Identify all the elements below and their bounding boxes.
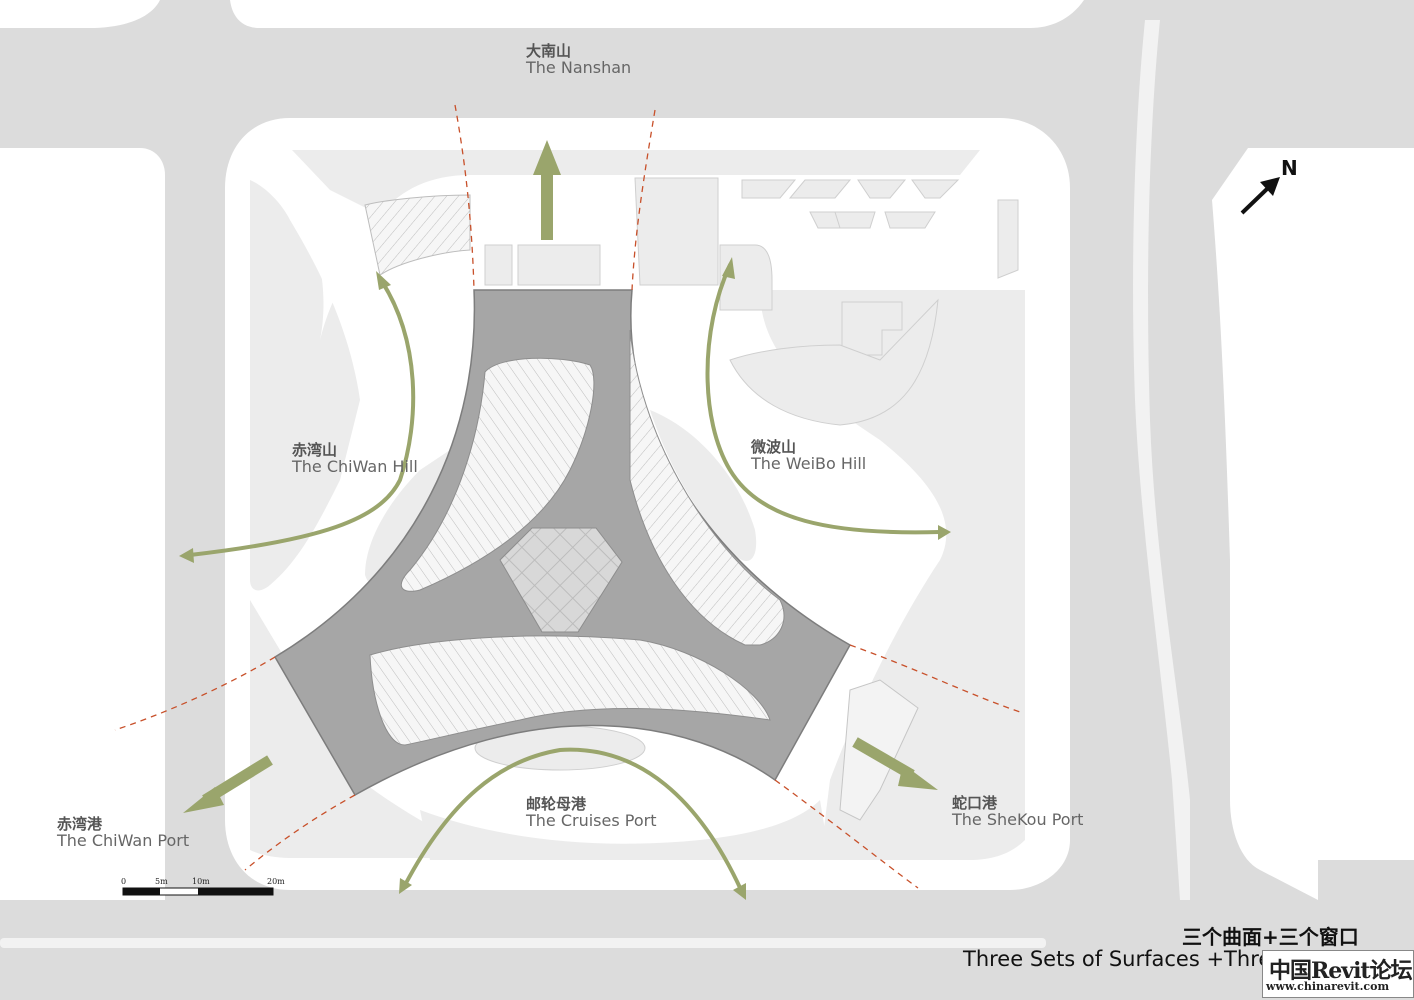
label-weibo-hill-en: The WeiBo Hill	[751, 454, 867, 473]
arrow-north-head	[533, 140, 561, 175]
road-median-bottom	[0, 938, 1046, 948]
caption-english: Three Sets of Surfaces +Three	[963, 947, 1285, 971]
label-chiwan-hill-zh: 赤湾山	[292, 441, 338, 459]
west-garden-leaf	[365, 450, 450, 586]
view-sightlines	[114, 104, 1021, 889]
label-cruises-port-en: The Cruises Port	[526, 811, 657, 830]
watermark-url: www.chinarevit.com	[1266, 980, 1390, 993]
city-block-top	[230, 0, 1084, 28]
label-nanshan-zh: 大南山	[526, 42, 572, 60]
label-cruises-port: 邮轮母港 The Cruises Port	[526, 797, 657, 829]
pavilion-pads	[484, 177, 1019, 426]
scale-tick-10m: 10m	[192, 877, 210, 886]
label-chiwan-hill-en: The ChiWan Hill	[292, 457, 418, 476]
canopy-northwest	[364, 194, 471, 276]
label-chiwan-port: 赤湾港 The ChiWan Port	[57, 817, 189, 849]
label-chiwan-port-zh: 赤湾港	[57, 815, 103, 833]
label-shekou-port-en: The SheKou Port	[952, 810, 1084, 829]
label-chiwan-hill: 赤湾山 The ChiWan Hill	[292, 443, 418, 475]
arrow-southeast-head	[898, 764, 938, 790]
road-median-right	[1133, 20, 1190, 900]
caption-chinese: 三个曲面+三个窗口	[1182, 925, 1359, 949]
label-cruises-port-zh: 邮轮母港	[526, 795, 587, 813]
watermark-title: 中国Revit论坛	[1269, 958, 1413, 984]
label-chiwan-port-en: The ChiWan Port	[57, 831, 190, 850]
label-shekou-port: 蛇口港 The SheKou Port	[952, 796, 1083, 828]
label-shekou-port-zh: 蛇口港	[952, 794, 998, 812]
pathway-northwest	[270, 170, 468, 360]
label-nanshan-en: The Nanshan	[526, 58, 632, 77]
arrow-southwest-head	[183, 787, 224, 813]
plaza-south	[420, 800, 830, 860]
north-label: N	[1281, 156, 1298, 180]
flow-arrowheads	[179, 257, 951, 900]
watermark-badge: 中国Revit论坛 www.chinarevit.com	[1262, 950, 1414, 998]
plaza-north	[292, 150, 980, 215]
central-skylight	[499, 527, 623, 633]
east-garden-leaf	[650, 410, 757, 562]
label-weibo-hill-zh: 微波山	[751, 438, 797, 456]
roof-surface-north	[400, 357, 595, 592]
plaza-west	[250, 180, 360, 591]
scale-tick-20m: 20m	[267, 877, 285, 886]
label-weibo-hill: 微波山 The WeiBo Hill	[751, 440, 866, 472]
north-arrow-icon	[1240, 177, 1280, 215]
plaza-east	[760, 290, 1025, 860]
scale-tick-0: 0	[121, 877, 127, 886]
arrow-north-shaft	[541, 170, 553, 240]
label-nanshan: 大南山 The Nanshan	[526, 44, 631, 76]
city-block-top-left	[0, 0, 160, 28]
scale-tick-5m: 5m	[155, 877, 168, 886]
roof-surface-south	[369, 635, 771, 746]
scale-bar-graphic	[122, 887, 274, 896]
plaza-southwest	[250, 600, 500, 858]
roof-surface-east	[629, 329, 785, 646]
city-block-left	[0, 148, 165, 900]
city-block-right	[1212, 148, 1414, 900]
flow-arrows	[188, 263, 942, 894]
thick-arrows	[183, 140, 938, 813]
